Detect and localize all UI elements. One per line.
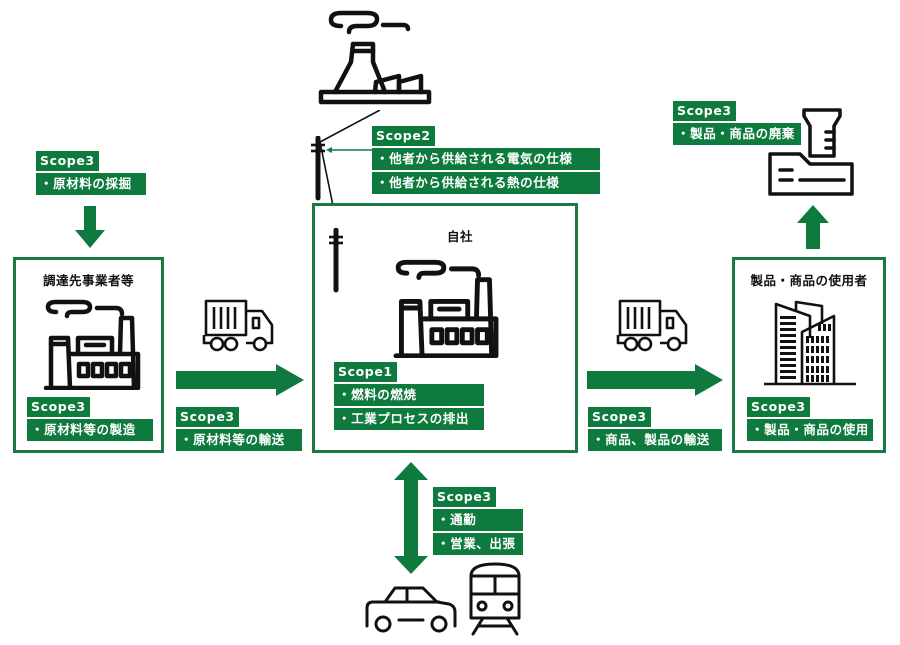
factory-icon — [43, 299, 141, 390]
power-plant-icon — [318, 10, 432, 105]
scope2-item-electricity: ・他者から供給される電気の仕様 — [372, 146, 600, 170]
supplier-scope-label: Scope3 — [27, 397, 90, 417]
business-trip-item: ・営業、出張 — [433, 531, 523, 555]
commute-item: ・通勤 — [433, 507, 523, 531]
inbound-item: ・原材料等の輸送 — [176, 427, 302, 451]
utility-pole-icon — [311, 136, 325, 201]
commute-scope-label: Scope3 — [433, 487, 496, 507]
inbound-scope-label: Scope3 — [176, 407, 239, 427]
users-box: 製品・商品の使用者 Scope3 ・製品・商品の使用 — [732, 257, 886, 453]
arrow-updown-icon — [394, 462, 428, 574]
users-title: 製品・商品の使用者 — [750, 273, 868, 288]
office-building-icon — [764, 300, 856, 386]
upstream-scope-label: Scope3 — [36, 151, 99, 171]
outbound-scope-label: Scope3 — [588, 407, 651, 427]
scope2-item-heat: ・他者から供給される熱の仕様 — [372, 170, 600, 194]
disposal-icon — [768, 108, 854, 196]
scope1-item-fuel: ・燃料の燃焼 — [334, 382, 484, 406]
disposal-scope-label: Scope3 — [673, 101, 736, 121]
own-company-box: 自社 Scope1 ・燃料の燃焼 ・工業プロセスの排出 — [312, 203, 578, 453]
factory-icon — [393, 259, 499, 358]
users-scope-label: Scope3 — [747, 397, 810, 417]
train-icon — [469, 562, 521, 636]
scope2-label: Scope2 — [372, 126, 435, 146]
supplier-title: 調達先事業者等 — [42, 273, 134, 288]
arrow-right-icon — [176, 364, 304, 396]
scope1-item-process: ・工業プロセスの排出 — [334, 406, 484, 430]
utility-pole-icon — [329, 228, 343, 293]
supplier-box: 調達先事業者等 Scope3 ・原材料等の製造 — [13, 257, 164, 453]
disposal-item: ・製品・商品の廃棄 — [673, 121, 801, 145]
arrow-down-icon — [75, 206, 105, 248]
own-company-title: 自社 — [446, 229, 473, 244]
truck-icon — [202, 299, 274, 352]
car-icon — [365, 586, 457, 633]
outbound-item: ・商品、製品の輸送 — [588, 427, 722, 451]
truck-icon — [616, 299, 688, 352]
upstream-item: ・原材料の採掘 — [36, 171, 146, 195]
arrow-right-icon — [587, 364, 723, 396]
users-item: ・製品・商品の使用 — [747, 417, 873, 441]
arrow-up-icon — [797, 205, 829, 249]
supplier-item: ・原材料等の製造 — [27, 417, 153, 441]
scope1-label: Scope1 — [334, 362, 397, 382]
